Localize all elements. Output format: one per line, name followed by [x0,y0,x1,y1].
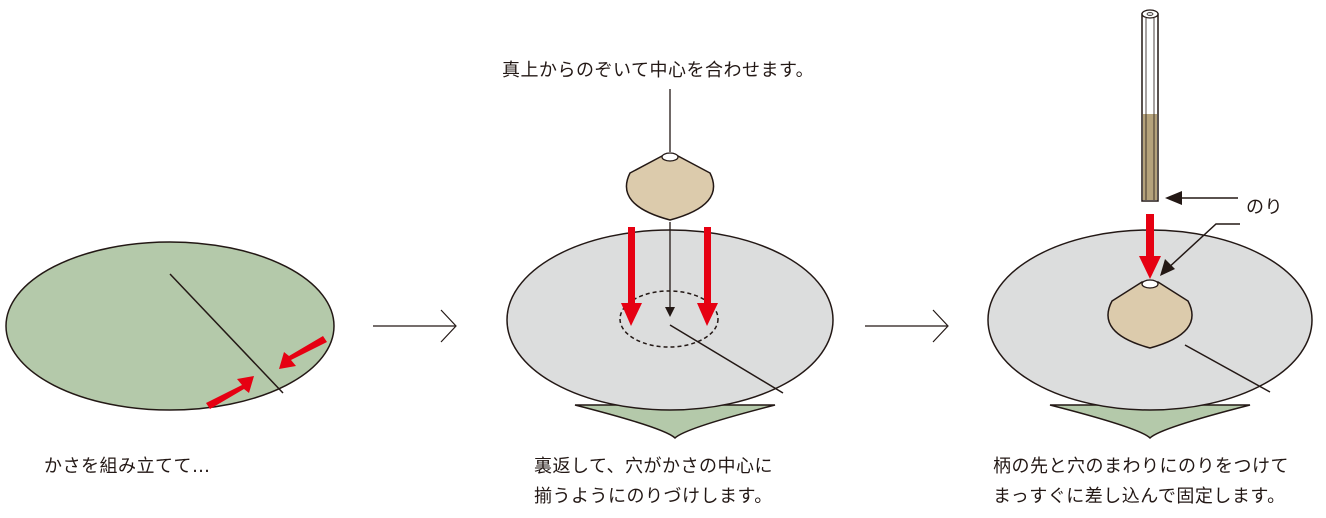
red-arrow-upper [279,336,327,369]
step1-umbrella [5,241,335,411]
caption-line: 柄の先と穴のまわりにのりをつけて [993,456,1289,477]
red-arrow-down [1139,214,1161,279]
umbrella-underside [574,404,776,440]
step1-caption: かさを組み立てて… [44,452,211,482]
red-arrow-lower [206,376,254,409]
flow-arrow-2 [865,309,949,343]
stick [1141,9,1159,202]
step3-umbrella [987,9,1313,440]
umbrella-underside [1049,404,1251,440]
center-target-circle [619,290,719,348]
caption-line: かさを組み立てて… [44,456,211,477]
cone-hole [661,152,679,162]
caption-line: 揃うようにのりづけします。 [534,486,773,507]
red-arrow-right [697,227,718,326]
umbrella-disc-green [5,241,335,411]
cone [625,152,715,221]
umbrella-slit [1184,344,1271,393]
red-arrow-left [621,227,642,326]
step2-umbrella [506,89,834,440]
step3-caption: 柄の先と穴のまわりにのりをつけて まっすぐに差し込んで固定します。 [993,452,1289,512]
caption-line: まっすぐに差し込んで固定します。 [993,486,1286,507]
umbrella-slit [169,273,284,394]
caption-line: 裏返して、穴がかさの中心に [534,456,774,477]
glue-pointer-hole [1165,223,1240,271]
glue-label: のり [1246,197,1283,218]
cone [1107,279,1193,349]
cone-hole [1141,279,1159,289]
flow-arrow-1 [373,309,457,343]
instruction-label: 真上からのぞいて中心を合わせます。 [502,60,815,81]
step2-caption: 裏返して、穴がかさの中心に 揃うようにのりづけします。 [534,452,773,512]
umbrella-slit [669,324,784,394]
